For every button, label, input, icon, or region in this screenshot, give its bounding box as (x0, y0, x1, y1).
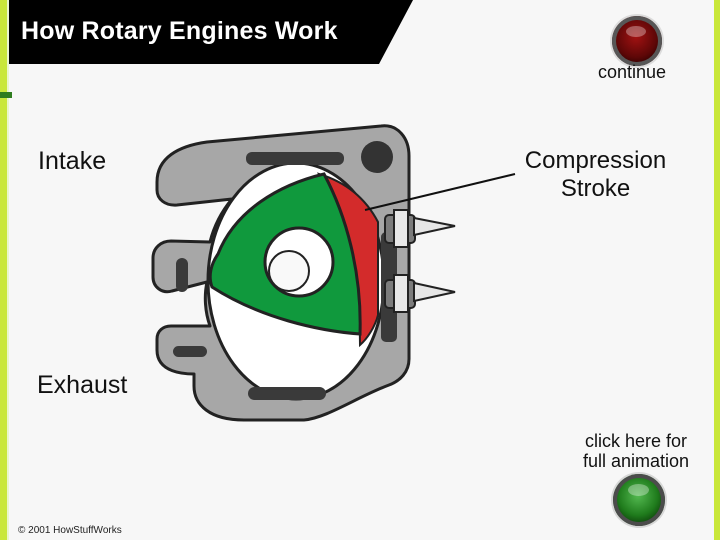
exhaust-port-bar (173, 346, 207, 357)
left-slot (176, 258, 188, 292)
animation-label-line-1: click here for (584, 431, 688, 451)
compression-pointer-line (364, 173, 516, 211)
left-green-marker (0, 92, 12, 98)
compression-label-line-1: Compression (524, 147, 667, 174)
copyright-text: © 2001 HowStuffWorks (18, 525, 122, 536)
housing-bolt-hole (361, 141, 393, 173)
page-title: How Rotary Engines Work (21, 17, 338, 45)
animation-link-label[interactable]: click here for full animation (568, 431, 704, 471)
left-accent-bar (0, 0, 7, 540)
intake-port-bar (246, 152, 344, 165)
spark-plug-top (384, 209, 456, 248)
animation-label-line-2: full animation (582, 451, 690, 471)
title-banner: How Rotary Engines Work (9, 0, 413, 64)
continue-button-icon[interactable] (612, 16, 662, 66)
left-accent-line (7, 0, 9, 540)
rotor-shaft (268, 250, 310, 292)
compression-label-line-2: Stroke (560, 175, 631, 202)
compression-label: Compression Stroke (513, 147, 678, 203)
continue-label: continue (598, 62, 667, 82)
exhaust-label: Exhaust (37, 371, 128, 399)
animation-button-icon[interactable] (613, 474, 665, 526)
right-accent-bar (714, 0, 720, 540)
intake-label: Intake (38, 147, 107, 175)
spark-plug-bottom (384, 274, 456, 313)
bottom-bar (248, 387, 326, 400)
